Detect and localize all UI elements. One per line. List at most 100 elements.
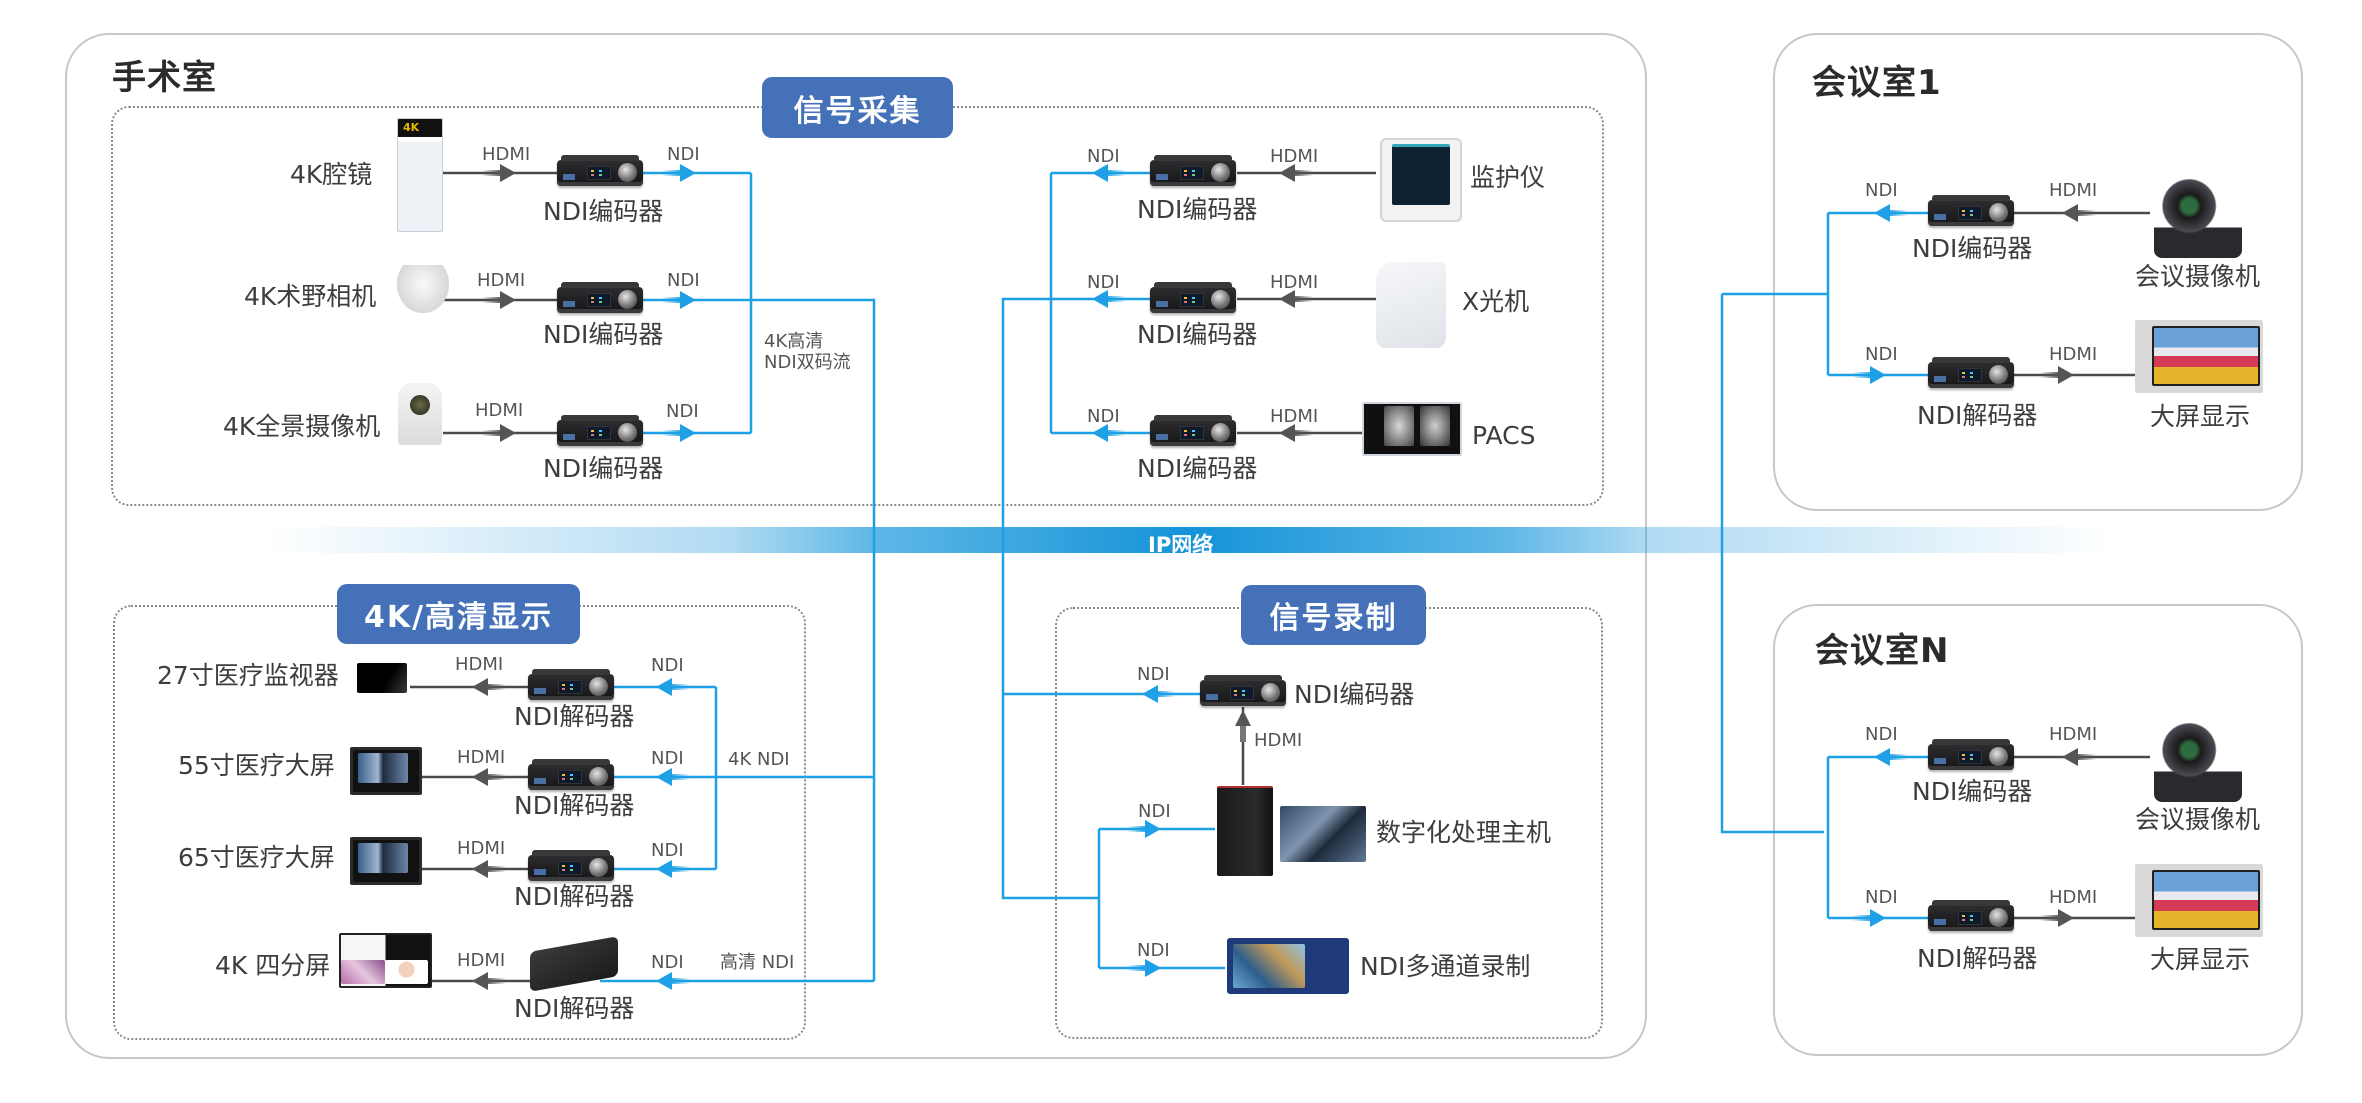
ndi-arrow-icon — [1874, 204, 1908, 222]
device-label: NDI编码器 — [1137, 320, 1258, 349]
hdmi-label: HDMI — [482, 144, 531, 165]
ndi-encoder-icon — [1150, 155, 1236, 186]
ndi-arrow-icon — [656, 860, 690, 878]
ndi-arrow-icon — [1874, 748, 1908, 766]
hdmi-arrow-icon — [482, 164, 516, 182]
ndi-encoder-icon — [1928, 195, 2014, 226]
4k-logo: 4K — [403, 121, 420, 134]
hdmi-label: HDMI — [2049, 724, 2098, 745]
hdmi-label: HDMI — [1254, 730, 1303, 751]
xray-machine-icon — [1376, 262, 1446, 348]
ndi-arrow-icon — [1852, 366, 1886, 384]
device-label: NDI编码器 — [1137, 195, 1258, 224]
capture-source-label: 4K术野相机 — [244, 282, 377, 311]
ndi-arrow-icon — [1127, 959, 1161, 977]
hdmi-arrow-icon — [1279, 424, 1313, 442]
capture-source-label: 4K全景摄像机 — [223, 412, 381, 441]
meeting-room-1 — [1773, 33, 2303, 511]
camera-lens — [410, 395, 430, 415]
ndi-label: NDI — [651, 748, 684, 769]
hdmi-label: HDMI — [2049, 180, 2098, 201]
workstation-tower-icon — [1217, 786, 1273, 876]
ndi-arrow-icon — [662, 424, 696, 442]
ndi-decoder-icon — [528, 759, 614, 790]
ndi-encoder-icon — [557, 415, 643, 446]
display-sink-label: 4K 四分屏 — [215, 951, 331, 980]
endoscope-icon — [397, 118, 443, 232]
device-label: NDI编码器 — [1137, 454, 1258, 483]
ndi-label: NDI — [1865, 180, 1898, 201]
hdmi-label: HDMI — [2049, 887, 2098, 908]
display-sink-label: 55寸医疗大屏 — [178, 751, 335, 780]
capture-source-label: 监护仪 — [1470, 163, 1546, 192]
recorder-screen — [1233, 944, 1305, 988]
ndi-label: NDI — [667, 270, 700, 291]
hdmi-arrow-icon — [472, 860, 506, 878]
ndi-arrow-icon — [656, 768, 690, 786]
record-badge: 信号录制 — [1241, 585, 1426, 645]
hdmi-label: HDMI — [477, 270, 526, 291]
surgical-imaging-icon — [1280, 806, 1366, 862]
meeting-room-1-title: 会议室1 — [1812, 63, 1942, 103]
medical-monitor-27-icon — [357, 663, 407, 693]
ndi-arrow-icon — [1092, 290, 1126, 308]
device-label: NDI编码器 — [1912, 234, 2033, 263]
ndi-arrow-icon — [656, 678, 690, 696]
hdmi-label: HDMI — [1270, 146, 1319, 167]
ndi-label: NDI — [651, 840, 684, 861]
ndi-decoder-icon — [1928, 357, 2014, 388]
hdmi-label: HDMI — [2049, 344, 2098, 365]
large-display-label: 大屏显示 — [2150, 402, 2251, 431]
pacs-image — [1384, 406, 1414, 446]
dual-stream-note-line1: 4K高清 — [764, 331, 824, 352]
ndi-encoder-icon — [1200, 675, 1286, 706]
hdmi-label: HDMI — [1270, 406, 1319, 427]
ndi-label: NDI — [1138, 801, 1171, 822]
ndi-decoder-icon — [1928, 900, 2014, 931]
large-display-label: 大屏显示 — [2150, 945, 2251, 974]
device-label: NDI解码器 — [514, 791, 635, 820]
hdmi-arrow-icon — [482, 291, 516, 309]
hdmi-arrow-icon — [472, 972, 506, 990]
capture-badge: 信号采集 — [762, 77, 953, 138]
device-label: NDI解码器 — [1917, 401, 2038, 430]
ndi-arrow-icon — [662, 291, 696, 309]
ndi-arrow-icon — [1092, 164, 1126, 182]
device-label: 数字化处理主机 — [1376, 818, 1552, 847]
hdmi-arrow-icon — [472, 678, 506, 696]
screen-content — [358, 753, 408, 783]
ndi-encoder-icon — [1150, 415, 1236, 446]
ndi-arrow-icon — [656, 972, 690, 990]
device-label: NDI编码器 — [543, 197, 664, 226]
meeting-camera-label: 会议摄像机 — [2135, 262, 2261, 291]
meeting-room-n-title: 会议室N — [1815, 631, 1950, 671]
ndi-label: NDI — [651, 952, 684, 973]
hdmi-label: HDMI — [457, 747, 506, 768]
hdmi-arrow-icon — [2040, 366, 2074, 384]
ndi-label: NDI — [1865, 887, 1898, 908]
capture-source-label: 4K腔镜 — [290, 160, 373, 189]
ndi-arrow-icon — [1127, 820, 1161, 838]
ndi-label: NDI — [667, 144, 700, 165]
ndi-encoder-icon — [1928, 739, 2014, 770]
ndi-arrow-icon — [1142, 685, 1176, 703]
pacs-image — [1420, 406, 1450, 446]
hdmi-label: HDMI — [1270, 272, 1319, 293]
device-label: NDI编码器 — [1912, 777, 2033, 806]
quad-doctor — [385, 960, 428, 984]
ndi-label: NDI — [1865, 724, 1898, 745]
screen-content — [358, 843, 408, 873]
uhd-ndi-note: 4K NDI — [728, 749, 790, 770]
device-label: NDI编码器 — [1294, 680, 1415, 709]
ndi-label: NDI — [651, 655, 684, 676]
device-label: NDI多通道录制 — [1360, 952, 1531, 981]
ndi-decoder-icon — [528, 669, 614, 700]
meeting-camera-label: 会议摄像机 — [2135, 805, 2261, 834]
hdmi-arrow-icon — [472, 768, 506, 786]
ndi-label: NDI — [1137, 664, 1170, 685]
display-sink-label: 65寸医疗大屏 — [178, 843, 335, 872]
hdmi-arrow-icon — [2040, 909, 2074, 927]
hdmi-arrow-icon — [1279, 290, 1313, 308]
capture-source-label: X光机 — [1462, 287, 1530, 316]
